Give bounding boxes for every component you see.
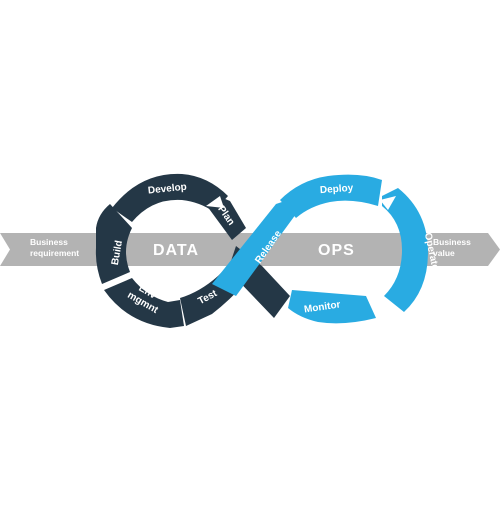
band-right-arrow: [410, 233, 500, 266]
release-segment: [212, 196, 300, 296]
operate-segment: [382, 188, 428, 312]
monitor-segment: [288, 290, 376, 324]
env-mgmnt-segment: [104, 278, 184, 328]
develop-segment: [112, 173, 228, 222]
right-arrow-line2: value: [433, 248, 455, 258]
build-label: Build: [110, 240, 125, 267]
band-left-arrow: [0, 233, 95, 266]
arrow-tip-develop: [206, 196, 224, 208]
data-label: DATA: [153, 242, 199, 259]
develop-label: Develop: [147, 182, 187, 197]
deploy-segment: [280, 174, 382, 218]
build-segment: [95, 204, 132, 284]
monitor-label: Monitor: [303, 299, 341, 315]
ops-label: OPS: [318, 242, 355, 259]
deploy-label: Deploy: [320, 183, 354, 196]
right-arrow-line1: Business: [433, 237, 471, 247]
arrow-tip-operate: [380, 196, 396, 210]
left-arrow-line1: Business: [30, 237, 68, 247]
left-arrow-line2: requirement: [30, 248, 79, 258]
